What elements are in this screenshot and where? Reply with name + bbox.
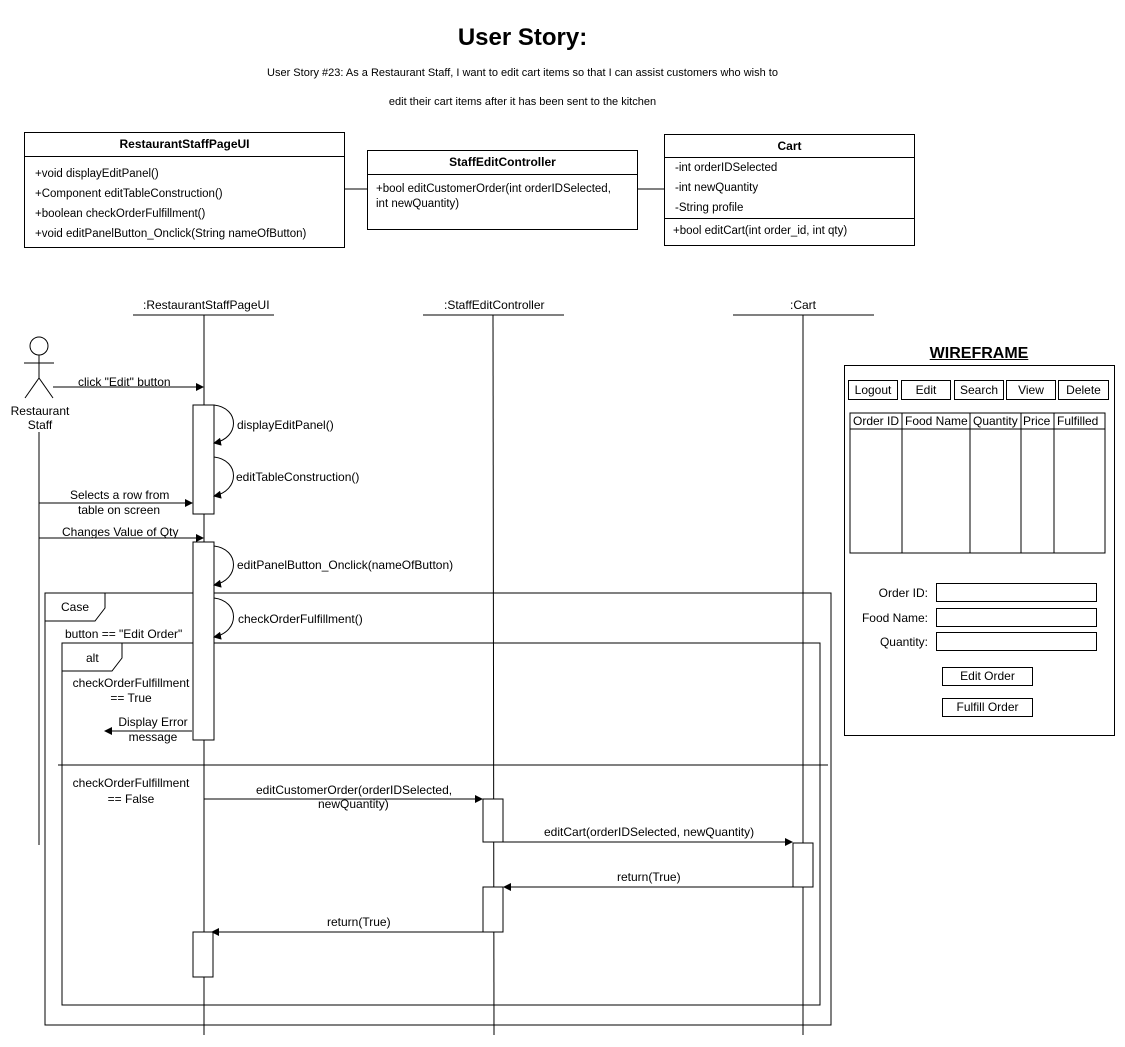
class-member: +void displayEditPanel() <box>35 168 159 180</box>
class-diagram-connectors <box>345 188 664 190</box>
lifeline-label-entity: :Cart <box>790 298 817 312</box>
class-member: +bool editCustomerOrder(int orderIDSelec… <box>376 183 611 195</box>
message-label-select-row-2: table on screen <box>78 503 161 517</box>
message-label-return-cart: return(True) <box>617 870 681 884</box>
message-label-display-error-1: Display Error <box>118 715 188 729</box>
self-message-edit-table-construction <box>213 456 234 499</box>
table-header-fulfilled: Fulfilled <box>1057 414 1099 428</box>
quantity-field[interactable] <box>936 632 1097 651</box>
alt-fragment-label: alt <box>86 651 99 665</box>
class-member: int newQuantity) <box>376 198 460 210</box>
case-fragment-guard: button == "Edit Order" <box>65 627 183 641</box>
alt-fragment-tab <box>62 642 123 672</box>
page-title: User Story: <box>457 24 588 51</box>
wireframe-delete-button[interactable]: Delete <box>1058 380 1109 400</box>
lifeline-label-ui: :RestaurantStaffPageUI <box>143 298 270 312</box>
table-header-food-name: Food Name <box>905 414 968 428</box>
class-name-controller: StaffEditController <box>368 151 637 175</box>
activation-ui-1 <box>192 404 215 515</box>
alt-fragment <box>61 642 821 1006</box>
message-label-return-controller: return(True) <box>327 915 391 929</box>
self-message-edit-panel-onclick <box>213 545 234 588</box>
self-message-display-edit-panel <box>213 404 234 446</box>
food-name-label: Food Name: <box>861 611 928 625</box>
message-label-edit-customer-order-2: newQuantity) <box>318 797 389 811</box>
self-message-check-fulfillment <box>213 597 234 640</box>
message-label-check-fulfillment: checkOrderFulfillment() <box>238 612 363 626</box>
message-label-select-row-1: Selects a row from <box>70 488 170 502</box>
message-label-display-error-2: message <box>128 730 178 744</box>
class-attribute: -int orderIDSelected <box>675 162 778 174</box>
class-name-ui: RestaurantStaffPageUI <box>25 133 344 157</box>
message-label-edit-table-construction: editTableConstruction() <box>236 470 360 484</box>
message-label-edit-cart: editCart(orderIDSelected, newQuantity) <box>544 825 755 839</box>
class-member: +Component editTableConstruction() <box>35 188 223 200</box>
activation-controller-1 <box>482 798 504 843</box>
alt-guard-true-2: == True <box>110 691 152 705</box>
activation-controller-2 <box>482 886 504 933</box>
class-method: +bool editCart(int order_id, int qty) <box>673 225 848 237</box>
order-id-field[interactable] <box>936 583 1097 602</box>
message-label-edit-customer-order-1: editCustomerOrder(orderIDSelected, <box>256 783 453 797</box>
activation-entity-1 <box>792 842 814 888</box>
actor-label-line-1: Restaurant <box>10 404 70 418</box>
table-header-order-id: Order ID <box>853 414 900 428</box>
message-label-edit-panel-onclick: editPanelButton_Onclick(nameOfButton) <box>237 558 454 572</box>
activation-ui-2 <box>192 541 215 741</box>
order-id-label: Order ID: <box>878 586 928 600</box>
message-label-click-edit: click "Edit" button <box>78 375 171 389</box>
case-fragment <box>44 592 832 1026</box>
actor-icon <box>24 336 54 399</box>
food-name-field[interactable] <box>936 608 1097 627</box>
alt-guard-true-1: checkOrderFulfillment <box>72 676 190 690</box>
wireframe-title: WIREFRAME <box>929 345 1029 362</box>
lifeline-label-controller: :StaffEditController <box>444 298 545 312</box>
wireframe-view-button[interactable]: View <box>1006 380 1056 400</box>
case-fragment-label: Case <box>61 600 90 614</box>
class-attribute: -String profile <box>675 202 744 214</box>
alt-guard-false-2: == False <box>107 792 155 806</box>
wireframe-edit-button[interactable]: Edit <box>901 380 951 400</box>
wireframe-logout-button[interactable]: Logout <box>848 380 898 400</box>
user-story-line-1: User Story #23: As a Restaurant Staff, I… <box>267 67 778 79</box>
edit-order-button[interactable]: Edit Order <box>942 667 1033 686</box>
activation-ui-3 <box>192 931 214 978</box>
class-box-entity: Cart -int orderIDSelected -int newQuanti… <box>664 134 915 246</box>
table-header-quantity: Quantity <box>973 414 1018 428</box>
alt-guard-false-1: checkOrderFulfillment <box>72 776 190 790</box>
fulfill-order-button[interactable]: Fulfill Order <box>942 698 1033 717</box>
table-header-price: Price <box>1023 414 1051 428</box>
wireframe-search-button[interactable]: Search <box>954 380 1004 400</box>
user-story-line-2: edit their cart items after it has been … <box>388 96 657 108</box>
message-label-display-edit-panel: displayEditPanel() <box>237 418 334 432</box>
quantity-label: Quantity: <box>879 635 928 649</box>
wireframe-frame <box>844 365 1115 736</box>
class-member: +void editPanelButton_Onclick(String nam… <box>35 228 307 240</box>
case-fragment-tab <box>45 592 106 622</box>
class-box-ui: RestaurantStaffPageUI +void displayEditP… <box>24 132 345 248</box>
class-name-entity: Cart <box>665 135 914 158</box>
message-label-change-qty: Changes Value of Qty <box>62 525 179 539</box>
entity-attributes: -int orderIDSelected -int newQuantity -S… <box>665 158 914 219</box>
actor-label-line-2: Staff <box>27 418 53 432</box>
class-member: +boolean checkOrderFulfillment() <box>35 208 206 220</box>
class-attribute: -int newQuantity <box>675 182 759 194</box>
class-box-controller: StaffEditController +bool editCustomerOr… <box>367 150 638 230</box>
